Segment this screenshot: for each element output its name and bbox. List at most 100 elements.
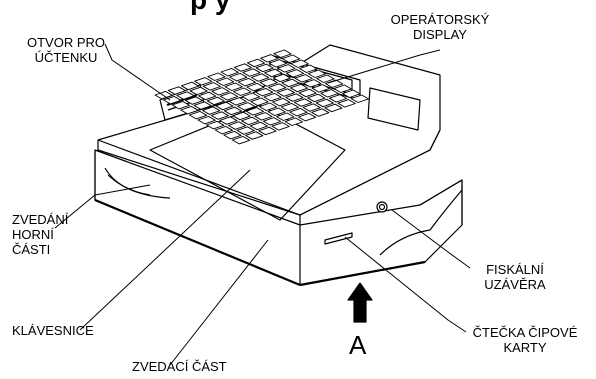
keyboard-key [223, 130, 242, 140]
chip-reader-slot [324, 232, 353, 245]
keyboard-key [324, 103, 343, 113]
keyboard-key [214, 125, 233, 135]
keyboard-key [206, 96, 225, 106]
leader-lines [54, 43, 471, 366]
keyboard-key [246, 58, 266, 68]
keyboard-key [250, 73, 270, 82]
keyboard-key [227, 121, 247, 130]
keyboard-key [293, 98, 313, 107]
keyboard-key [350, 94, 369, 103]
keyboard-key [245, 107, 264, 116]
keyboard-key [232, 111, 251, 121]
keyboard-key [259, 78, 278, 87]
keyboard-key [224, 82, 243, 91]
keyboard-key [276, 88, 295, 97]
label-fiscal-lock: FISKÁLNÍ UZÁVĚRA [484, 262, 546, 292]
keyboard-key [337, 99, 356, 108]
keyboard-key [260, 54, 279, 63]
keyboard-key [189, 86, 208, 96]
keyboard-key [233, 87, 252, 96]
label-receipt-slot: OTVOR PRO ÚČTENKU [26, 35, 105, 65]
label-operator-display: OPERÁTORSKÝ DISPLAY [390, 12, 490, 42]
keyboard-key [299, 64, 318, 73]
keyboard-key [328, 94, 348, 103]
keyboard-key [272, 97, 291, 107]
keyboard-key [163, 95, 182, 105]
keyboard-key [171, 100, 190, 110]
keyboard-key [258, 126, 277, 136]
fiscal-lock-circle [376, 201, 388, 213]
keyboard-key [333, 84, 352, 93]
keyboard-key [219, 92, 239, 101]
keyboard-key [245, 131, 264, 140]
keyboard-key [188, 110, 208, 120]
keyboard-key [276, 112, 295, 121]
keyboard-key [228, 97, 247, 106]
keyboard-key [254, 87, 274, 97]
keyboard-key [271, 122, 290, 131]
direction-arrow [347, 282, 373, 323]
keyboard-key [215, 101, 234, 111]
keyboard-key [273, 49, 292, 58]
keyboard-key [280, 102, 299, 112]
keyboard-key [258, 102, 278, 111]
keyboard-key [267, 107, 286, 116]
keyboard-key [241, 92, 260, 101]
keyboard-key [294, 74, 313, 83]
keyboard-key [207, 72, 226, 81]
keyboard-key [202, 82, 221, 91]
keyboard-key [219, 116, 238, 125]
header-fragment: p y [190, 0, 590, 16]
keyboard-key [184, 96, 204, 105]
keyboard-key [246, 82, 265, 92]
keyboard-key [237, 77, 256, 87]
keyboard-key [237, 102, 256, 111]
keyboard-key [303, 79, 322, 88]
keyboard-key [254, 112, 273, 121]
keyboard-key [262, 117, 282, 126]
keyboard-key [290, 59, 309, 68]
keyboard-key [215, 77, 235, 86]
label-chip-reader: ČTEČKA ČIPOVÉ KARTY [472, 325, 578, 355]
keyboard-key [197, 115, 216, 125]
keyboard-key [198, 91, 217, 101]
keyboard-key [233, 63, 252, 72]
keyboard-key [281, 54, 301, 63]
keyboard-key [210, 111, 229, 120]
keyboard-key [220, 67, 239, 77]
keyboard-key [281, 78, 300, 88]
keyboard-key [307, 93, 326, 103]
keyboard-key [241, 116, 260, 126]
keyboard-key [206, 120, 225, 130]
arrow-letter: A [349, 330, 367, 360]
keyboard-key [167, 86, 186, 95]
keyboard-key [342, 89, 361, 98]
keyboard-key [180, 105, 199, 115]
keyboard-key [194, 77, 213, 86]
keyboard-key [302, 103, 321, 112]
label-top-lift: ZVEDÁNÍ HORNÍ ČÁSTI [12, 212, 69, 257]
keyboard-key [264, 68, 283, 78]
keyboard-key [320, 89, 339, 98]
keyboard-key [316, 74, 335, 83]
label-lifting-part: ZVEDACÍ ČÁST [132, 359, 227, 374]
keyboard-key [298, 88, 317, 98]
keyboard-key [289, 107, 308, 117]
keyboard-key [180, 81, 200, 91]
keyboard-keys [149, 49, 369, 221]
keyboard-key [311, 108, 330, 117]
keyboard-key [229, 72, 248, 82]
keyboard-key [242, 68, 261, 77]
keyboard-key [285, 69, 305, 78]
keyboard-key [311, 84, 330, 93]
keyboard-key [297, 112, 317, 122]
keyboard-key [255, 63, 274, 73]
base-housing [94, 149, 463, 287]
keyboard-key [268, 59, 287, 68]
keyboard-key [236, 126, 255, 135]
keyboard-key [211, 87, 230, 96]
keyboard-key [285, 93, 304, 102]
keyboard-key [268, 83, 287, 92]
